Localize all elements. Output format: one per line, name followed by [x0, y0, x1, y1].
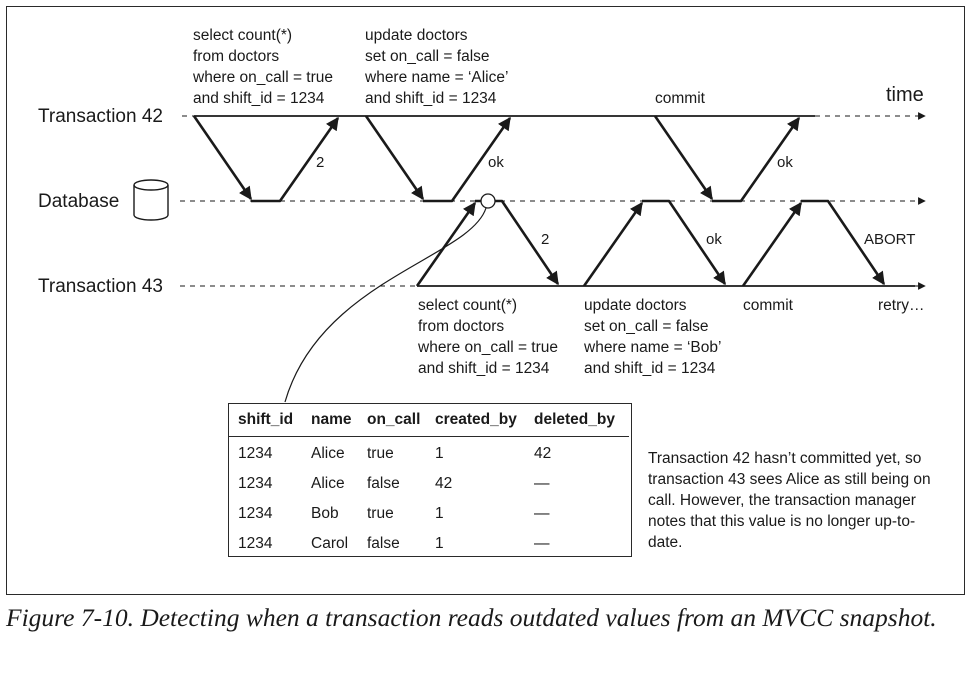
cell-deleted-by: —	[534, 505, 550, 522]
table-row: 1234 Carol false 1 —	[229, 529, 629, 559]
column-header-on-call: on_call	[358, 404, 426, 437]
cell-created-by: 1	[435, 445, 444, 462]
t43-retry-label: retry…	[878, 297, 925, 314]
figure-caption: Figure 7-10. Detecting when a transactio…	[6, 603, 937, 632]
cell-created-by: 42	[435, 475, 453, 492]
lane-label-database: Database	[38, 191, 119, 212]
transaction-diagram: Transaction 42 Database Transaction 43 t…	[38, 27, 926, 403]
cell-deleted-by: —	[534, 475, 550, 492]
t42-response-arrow	[251, 116, 340, 203]
cell-on-call: false	[367, 535, 400, 552]
column-header-created-by: created_by	[426, 404, 525, 437]
database-icon	[133, 179, 169, 221]
table-row: 1234 Bob true 1 —	[229, 499, 629, 529]
lane-label-t42: Transaction 42	[38, 106, 163, 127]
column-header-name: name	[302, 404, 358, 437]
column-header-deleted-by: deleted_by	[525, 404, 629, 437]
t43-commit-arrow	[741, 201, 803, 287]
t43-commit-label: commit	[743, 297, 794, 314]
mvcc-version-table: shift_id name on_call created_by deleted…	[228, 403, 632, 557]
figure-frame	[6, 6, 965, 595]
t42-commit-response-label: ok	[777, 154, 793, 171]
cell-created-by: 1	[435, 535, 444, 552]
cell-shift-id: 1234	[238, 475, 273, 492]
explanation-note: Transaction 42 hasn’t committed yet, so …	[648, 450, 931, 551]
t43-query-arrow	[415, 201, 477, 287]
t42-update-response-label: ok	[488, 154, 504, 171]
cell-name: Alice	[311, 445, 345, 462]
t42-commit-arrow	[653, 115, 714, 201]
cell-deleted-by: —	[534, 535, 550, 552]
snapshot-read-marker	[480, 193, 496, 209]
t43-update-arrow	[582, 201, 644, 287]
t43-abort-label: ABORT	[864, 231, 915, 248]
t43-abort-arrow	[801, 199, 886, 286]
cell-shift-id: 1234	[238, 505, 273, 522]
cell-on-call: true	[367, 445, 394, 462]
t42-query-arrow	[192, 115, 253, 201]
t42-response-label: 2	[316, 154, 324, 171]
t43-update-text: update doctors set on_call = false where…	[583, 297, 725, 377]
t42-update-text: update doctors set on_call = false where…	[364, 27, 512, 107]
table-header-row: shift_id name on_call created_by deleted…	[229, 404, 629, 437]
t42-commit-label: commit	[655, 90, 706, 107]
cell-name: Carol	[311, 535, 349, 552]
cell-on-call: false	[367, 475, 400, 492]
t42-update-arrow	[364, 115, 425, 201]
table-row: 1234 Alice false 42 —	[229, 469, 629, 499]
t43-query-text: select count(*) from doctors where on_ca…	[417, 297, 562, 377]
cell-name: Bob	[311, 505, 339, 522]
cell-created-by: 1	[435, 505, 444, 522]
t42-update-response-arrow	[423, 116, 512, 203]
cell-on-call: true	[367, 505, 394, 522]
cell-deleted-by: 42	[534, 445, 552, 462]
cell-shift-id: 1234	[238, 535, 273, 552]
t42-query-text: select count(*) from doctors where on_ca…	[192, 27, 337, 107]
t43-update-response-arrow	[642, 199, 727, 286]
column-header-shift-id: shift_id	[229, 404, 302, 437]
time-label: time	[886, 84, 924, 106]
table-row: 1234 Alice true 1 42	[229, 437, 629, 470]
t43-response-label: 2	[541, 231, 549, 248]
cell-shift-id: 1234	[238, 445, 273, 462]
t42-commit-response-arrow	[712, 116, 801, 203]
callout-line	[284, 207, 487, 403]
t43-update-response-label: ok	[706, 231, 722, 248]
cell-name: Alice	[311, 475, 345, 492]
lane-label-t43: Transaction 43	[38, 276, 163, 297]
